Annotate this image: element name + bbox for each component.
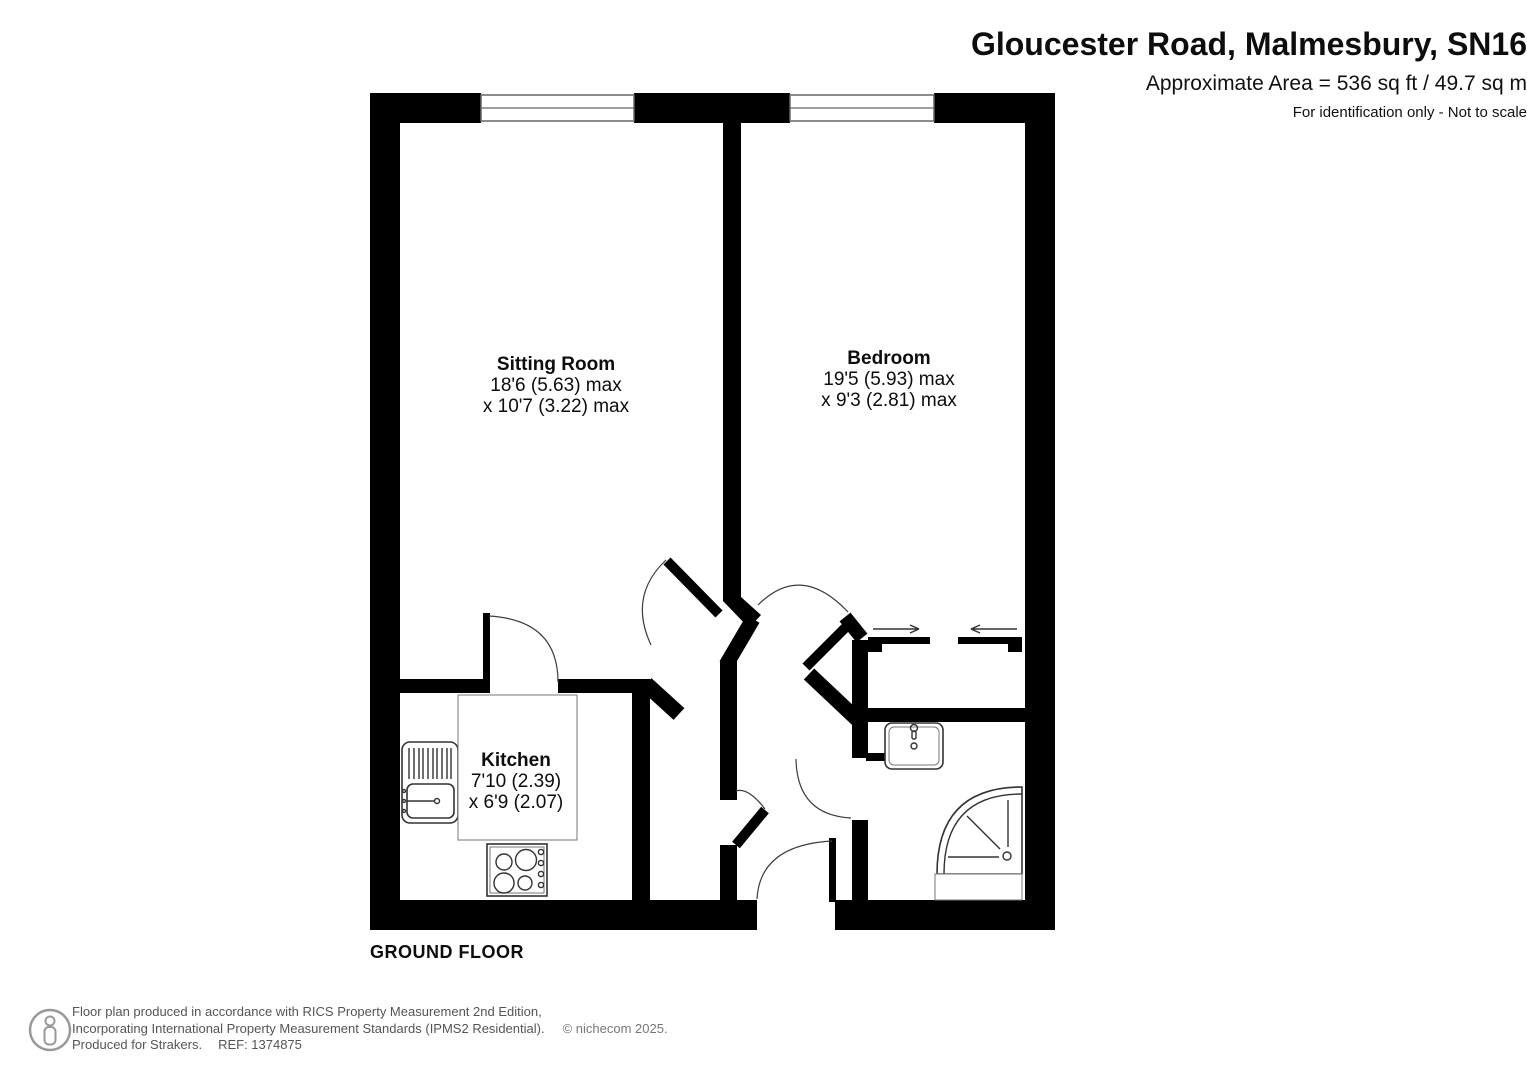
sitting-room-door — [641, 557, 723, 646]
outer-walls — [370, 93, 1055, 930]
bedroom-dim2: x 9'3 (2.81) max — [821, 390, 957, 411]
cupboard-door — [732, 789, 769, 849]
slide-right-arrow-icon — [873, 624, 920, 634]
kitchen-dim2: x 6'9 (2.07) — [469, 792, 563, 813]
bathroom-basin — [884, 722, 944, 770]
bedroom-door — [757, 584, 855, 671]
scale-disclaimer-text: For identification only - Not to scale — [1292, 104, 1527, 121]
bedroom-name: Bedroom — [847, 348, 930, 369]
sliding-doors — [868, 624, 1022, 652]
kitchen-sink — [401, 741, 459, 824]
bedroom-dim1: 19'5 (5.93) max — [823, 369, 955, 390]
sitting-room-window — [480, 94, 635, 122]
sitting-room-dim2: x 10'7 (3.22) max — [483, 396, 630, 417]
entrance-door — [756, 838, 836, 902]
sitting-room-label: Sitting Room 18'6 (5.63) max x 10'7 (3.2… — [483, 354, 630, 417]
kitchen-label: Kitchen 7'10 (2.39) x 6'9 (2.07) — [469, 750, 563, 813]
slide-left-arrow-icon — [970, 624, 1017, 634]
footer-line3: Produced for Strakers.REF: 1374875 — [72, 1037, 302, 1052]
person-icon — [28, 1008, 72, 1052]
bedroom-window — [789, 94, 935, 122]
kitchen-door — [483, 613, 559, 693]
kitchen-worktop — [457, 694, 578, 841]
kitchen-name: Kitchen — [481, 750, 551, 771]
page-title: Gloucester Road, Malmesbury, SN16 — [970, 26, 1527, 62]
kitchen-dim1: 7'10 (2.39) — [471, 771, 561, 792]
sitting-room-name: Sitting Room — [497, 354, 615, 375]
shower — [934, 786, 1023, 901]
kitchen-hob — [486, 843, 548, 897]
footer-line2: Incorporating International Property Mea… — [72, 1020, 668, 1036]
reference-number: REF: 1374875 — [218, 1037, 302, 1052]
interior-walls — [400, 123, 1025, 900]
footer-line1: Floor plan produced in accordance with R… — [72, 1004, 542, 1019]
copyright-text: © nichecom 2025. — [562, 1020, 668, 1036]
approximate-area-text: Approximate Area = 536 sq ft / 49.7 sq m — [1145, 72, 1527, 95]
bedroom-label: Bedroom 19'5 (5.93) max x 9'3 (2.81) max — [821, 348, 957, 411]
footer-text: Floor plan produced in accordance with R… — [72, 1004, 972, 1054]
sitting-room-dim1: 18'6 (5.63) max — [490, 375, 622, 396]
floor-label: GROUND FLOOR — [370, 942, 524, 962]
